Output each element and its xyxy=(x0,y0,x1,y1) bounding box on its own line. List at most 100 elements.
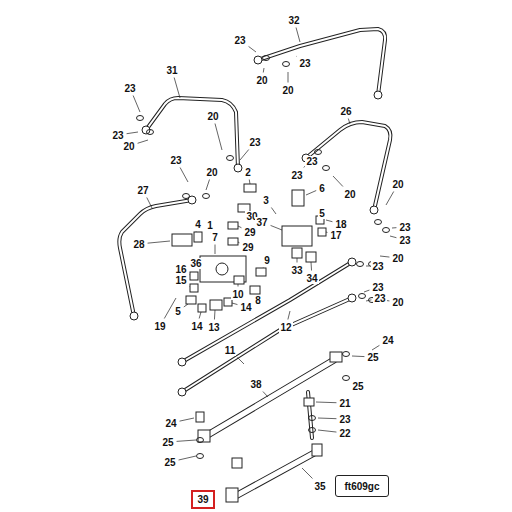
callout-number: 20 xyxy=(391,253,404,264)
o-ring xyxy=(263,56,270,61)
callout-number: 25 xyxy=(163,457,176,468)
callout-number: 23 xyxy=(371,282,384,293)
leader-line xyxy=(249,46,256,52)
leader-line xyxy=(318,418,336,420)
o-ring xyxy=(197,438,204,443)
fitting-nut xyxy=(130,312,138,320)
tube-32 xyxy=(258,29,385,95)
fitting-nut xyxy=(348,294,356,302)
leader-line xyxy=(364,290,369,292)
leader-line xyxy=(326,232,327,233)
tube-31-core xyxy=(146,98,238,168)
leader-line xyxy=(238,242,239,244)
callout-number: 20 xyxy=(343,189,356,200)
fitting-nut xyxy=(374,91,382,99)
o-ring xyxy=(197,454,204,459)
leader-line xyxy=(306,191,316,195)
leader-line xyxy=(189,286,190,287)
callout-number: 23 xyxy=(248,137,261,148)
callout-number: 29 xyxy=(241,242,254,253)
o-ring xyxy=(283,62,290,67)
callout-number: 23 xyxy=(298,58,311,69)
bolt-5 xyxy=(186,296,196,304)
hose-35-core xyxy=(232,452,316,498)
leader-line xyxy=(392,227,396,228)
leader-line xyxy=(316,402,336,404)
leader-line xyxy=(271,225,282,230)
callout-number: 23 xyxy=(373,293,386,304)
leader-line xyxy=(263,68,265,73)
callout-number: 20 xyxy=(122,141,135,152)
leader-line xyxy=(380,256,389,257)
adapter-21 xyxy=(304,398,314,406)
leader-line xyxy=(263,392,268,398)
callout-number: 25 xyxy=(161,437,174,448)
leader-line xyxy=(288,72,289,83)
callout-number: 21 xyxy=(338,398,351,409)
leader-line xyxy=(296,28,300,43)
callout-number: 13 xyxy=(207,322,220,333)
callout-number: 34 xyxy=(305,273,318,284)
highlight-box: 39 xyxy=(191,490,215,509)
leader-line xyxy=(366,300,371,301)
o-ring xyxy=(309,416,316,421)
tube-27-core xyxy=(119,200,192,316)
fitting-nut xyxy=(178,358,186,366)
leader-line xyxy=(296,56,297,57)
leader-line xyxy=(288,311,290,320)
leader-line xyxy=(348,119,350,125)
callout-number: 23 xyxy=(111,130,124,141)
o-ring xyxy=(383,228,390,233)
callout-number: 23 xyxy=(398,222,411,233)
valve-6 xyxy=(292,190,304,206)
callout-number: 19 xyxy=(153,321,166,332)
fitting-nut xyxy=(370,206,378,214)
leader-line xyxy=(311,262,313,271)
o-ring xyxy=(137,116,144,121)
leader-line xyxy=(352,356,364,358)
leader-line xyxy=(263,267,264,269)
figure-id-box: ft609gc xyxy=(335,475,389,497)
banjo-bolt xyxy=(196,412,204,422)
callout-number: 15 xyxy=(174,275,187,286)
callout-number: 27 xyxy=(136,185,149,196)
leader-line xyxy=(180,418,194,421)
callout-number: 23 xyxy=(338,414,351,425)
callout-number: 8 xyxy=(254,295,262,306)
leader-line xyxy=(127,132,138,134)
o-ring xyxy=(203,194,210,199)
callout-number: 23 xyxy=(233,35,246,46)
leader-line xyxy=(238,358,245,365)
leader-line xyxy=(366,266,369,267)
o-ring xyxy=(309,428,316,433)
callout-number: 20 xyxy=(391,297,404,308)
bracket-28 xyxy=(172,234,192,246)
callout-number: 4 xyxy=(194,219,202,230)
clip-29 xyxy=(228,238,238,245)
leader-line xyxy=(196,231,197,233)
fitting-nut xyxy=(254,56,262,64)
callout-number: 26 xyxy=(339,106,352,117)
callout-number: 17 xyxy=(329,230,342,241)
leader-line xyxy=(189,274,190,275)
fitting-nut xyxy=(348,258,356,266)
washer-16 xyxy=(190,272,198,280)
node-text: ft609gc xyxy=(344,481,379,492)
leader-line xyxy=(238,284,239,287)
bolt-2 xyxy=(244,184,256,192)
hose-38-core xyxy=(206,360,334,436)
nut-8 xyxy=(250,286,260,294)
callout-number: 23 xyxy=(305,156,318,167)
callout-number: 28 xyxy=(132,239,145,250)
leader-line xyxy=(174,78,180,99)
leader-line xyxy=(271,208,276,215)
callout-number: 20 xyxy=(205,167,218,178)
hose-fitting xyxy=(330,352,342,362)
callout-number: 25 xyxy=(366,352,379,363)
adapter-9 xyxy=(256,268,266,276)
callout-number: 23 xyxy=(371,261,384,272)
hose-38 xyxy=(206,360,334,436)
callout-number: 23 xyxy=(169,155,182,166)
callout-number: 5 xyxy=(174,306,182,317)
callout-number: 20 xyxy=(206,111,219,122)
